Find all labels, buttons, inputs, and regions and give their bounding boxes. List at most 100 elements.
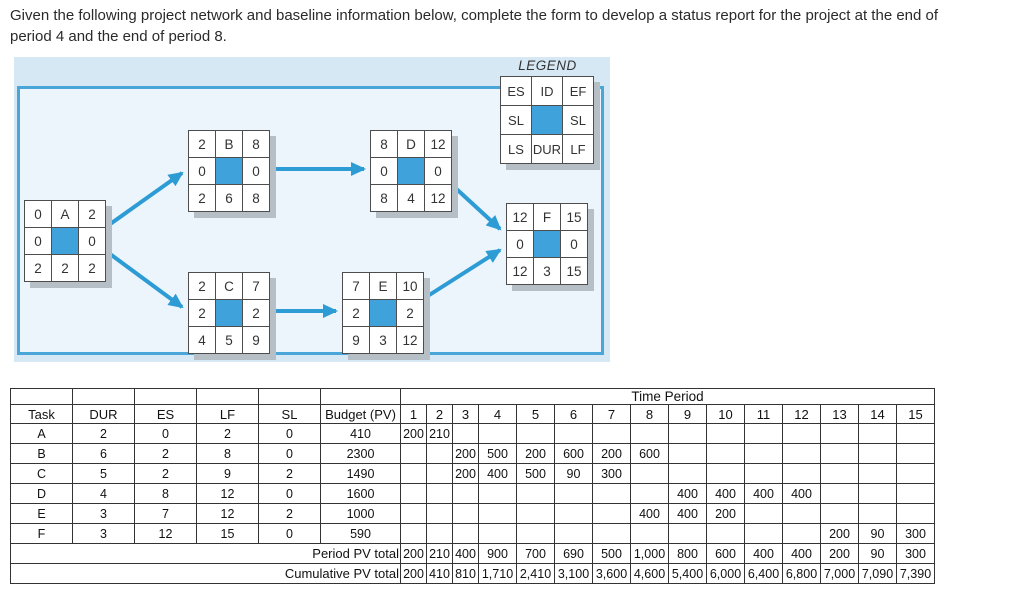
period-pv-total-6: 690 xyxy=(554,543,593,564)
node-A-sl-right: 0 xyxy=(79,228,105,254)
task-D-period-1 xyxy=(400,483,427,504)
column-header-period-2: 2 xyxy=(426,404,453,424)
node-F-es: 12 xyxy=(507,204,533,230)
task-F-period-9 xyxy=(668,523,707,544)
node-C-es: 2 xyxy=(189,273,215,299)
task-B-period-3: 200 xyxy=(452,443,479,464)
task-C-period-3: 200 xyxy=(452,463,479,484)
task-F-budget: 590 xyxy=(320,523,401,544)
task-A-period-5 xyxy=(516,423,555,444)
task-A-task: A xyxy=(10,423,73,444)
node-E-slack-cell xyxy=(370,300,396,326)
column-header-period-5: 5 xyxy=(516,404,555,424)
task-E-period-8: 400 xyxy=(630,503,669,524)
node-B-sl-left: 0 xyxy=(189,158,215,184)
task-B-period-10 xyxy=(706,443,745,464)
task-C-period-9 xyxy=(668,463,707,484)
time-period-header: Time Period xyxy=(400,388,935,405)
task-F-es: 12 xyxy=(134,523,197,544)
task-B-sl: 0 xyxy=(258,443,321,464)
node-B-ls: 2 xyxy=(189,185,215,211)
task-C-period-15 xyxy=(896,463,935,484)
column-header-period-4: 4 xyxy=(478,404,517,424)
node-A-id: A xyxy=(52,201,78,227)
column-header-period-9: 9 xyxy=(668,404,707,424)
task-D-period-10: 400 xyxy=(706,483,745,504)
task-B-period-9 xyxy=(668,443,707,464)
cumulative-pv-total-7: 3,600 xyxy=(592,563,631,584)
node-D-ls: 8 xyxy=(371,185,397,211)
cumulative-pv-total-label: Cumulative PV total xyxy=(10,563,401,584)
task-D-period-2 xyxy=(426,483,453,504)
task-B-period-12 xyxy=(782,443,821,464)
task-D-period-5 xyxy=(516,483,555,504)
period-pv-total-10: 600 xyxy=(706,543,745,564)
node-B-es: 2 xyxy=(189,131,215,157)
node-B-id: B xyxy=(216,131,242,157)
legend-dur: DUR xyxy=(532,135,562,163)
node-F-slack-cell xyxy=(534,231,560,257)
period-pv-total-13: 200 xyxy=(820,543,859,564)
task-C-dur: 5 xyxy=(72,463,135,484)
task-C-period-14 xyxy=(858,463,897,484)
cumulative-pv-total-4: 1,710 xyxy=(478,563,517,584)
task-B-task: B xyxy=(10,443,73,464)
node-D-dur: 4 xyxy=(398,185,424,211)
task-F-dur: 3 xyxy=(72,523,135,544)
period-pv-total-label: Period PV total xyxy=(10,543,401,564)
node-F-lf: 15 xyxy=(561,258,587,284)
node-E-es: 7 xyxy=(343,273,369,299)
node-A-sl-left: 0 xyxy=(25,228,51,254)
column-header-es: ES xyxy=(134,404,197,424)
period-pv-total-3: 400 xyxy=(452,543,479,564)
node-F-sl-right: 0 xyxy=(561,231,587,257)
task-B-period-13 xyxy=(820,443,859,464)
task-A-period-4 xyxy=(478,423,517,444)
node-E-id: E xyxy=(370,273,396,299)
node-D-slack-cell xyxy=(398,158,424,184)
cumulative-pv-total-8: 4,600 xyxy=(630,563,669,584)
node-D-sl-right: 0 xyxy=(425,158,451,184)
arrow-A-B xyxy=(104,171,184,229)
column-header-period-6: 6 xyxy=(554,404,593,424)
task-B-period-6: 600 xyxy=(554,443,593,464)
node-E-dur: 3 xyxy=(370,327,396,353)
node-A-dur: 2 xyxy=(52,255,78,281)
task-E-period-3 xyxy=(452,503,479,524)
task-C-budget: 1490 xyxy=(320,463,401,484)
node-D-sl-left: 0 xyxy=(371,158,397,184)
task-E-period-7 xyxy=(592,503,631,524)
period-pv-total-14: 90 xyxy=(858,543,897,564)
task-D-period-15 xyxy=(896,483,935,504)
task-D-sl: 0 xyxy=(258,483,321,504)
task-E-period-12 xyxy=(782,503,821,524)
task-C-period-4: 400 xyxy=(478,463,517,484)
node-B-lf: 8 xyxy=(243,185,269,211)
task-B-dur: 6 xyxy=(72,443,135,464)
task-B-es: 2 xyxy=(134,443,197,464)
legend-ef: EF xyxy=(563,77,593,105)
task-A-period-14 xyxy=(858,423,897,444)
task-E-es: 7 xyxy=(134,503,197,524)
task-E-period-11 xyxy=(744,503,783,524)
task-F-period-8 xyxy=(630,523,669,544)
node-C-dur: 5 xyxy=(216,327,242,353)
cumulative-pv-total-15: 7,390 xyxy=(896,563,935,584)
task-C-period-7: 300 xyxy=(592,463,631,484)
task-F-period-4 xyxy=(478,523,517,544)
task-B-period-7: 200 xyxy=(592,443,631,464)
node-F-sl-left: 0 xyxy=(507,231,533,257)
node-E-sl-right: 2 xyxy=(397,300,423,326)
task-C-es: 2 xyxy=(134,463,197,484)
task-E-period-6 xyxy=(554,503,593,524)
task-D-period-13 xyxy=(820,483,859,504)
